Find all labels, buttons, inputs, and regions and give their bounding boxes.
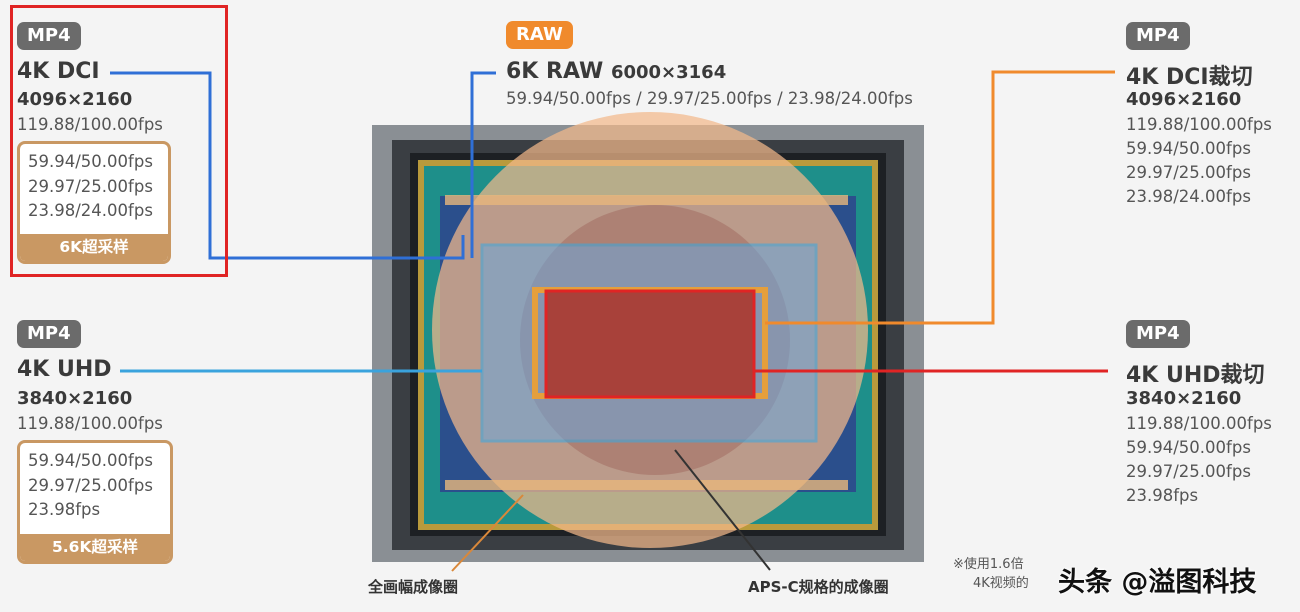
oversampling-box: 59.94/50.00fps 29.97/25.00fps 23.98fps 5… xyxy=(17,440,173,564)
fps-line: 29.97/25.00fps xyxy=(1126,163,1251,182)
mp4-badge: MP4 xyxy=(1126,22,1190,50)
uhd-crop-area xyxy=(544,289,756,399)
footnote-line: 4K视频的 xyxy=(973,576,1029,591)
fps-main-label: 119.88/100.00fps xyxy=(17,414,163,433)
fps-line: 23.98fps xyxy=(28,500,101,519)
raw-callout-line xyxy=(470,71,496,258)
format-title: 4K DCI xyxy=(17,59,100,84)
resolution-label: 3840×2160 xyxy=(1126,388,1242,409)
apsc-caption: APS-C规格的成像圈 xyxy=(748,578,889,596)
footnote-line: ※使用1.6倍 xyxy=(953,557,1024,572)
full-frame-caption-pointer xyxy=(451,494,524,572)
mp4-badge: MP4 xyxy=(1126,320,1190,348)
raw-badge: RAW xyxy=(506,21,573,49)
resolution-label: 4096×2160 xyxy=(17,89,133,110)
fps-line: 59.94/50.00fps xyxy=(1126,139,1251,158)
oversampling-label: 6K超采样 xyxy=(20,234,168,261)
footnote: ※使用1.6倍 4K视频的 xyxy=(953,555,1029,593)
fps-line: 59.94/50.00fps xyxy=(1126,438,1251,457)
fps-line: 59.94/50.00fps xyxy=(28,451,153,470)
format-title: 4K DCI裁切 xyxy=(1126,65,1253,90)
fps-line: 119.88/100.00fps xyxy=(1126,115,1272,134)
dci-crop-callout-line xyxy=(765,70,1115,325)
mp4-badge: MP4 xyxy=(17,22,81,50)
sensor-band-bottom xyxy=(445,480,848,490)
fps-list: 119.88/100.00fps 59.94/50.00fps 29.97/25… xyxy=(1126,113,1272,209)
raw-fps-label: 59.94/50.00fps / 29.97/25.00fps / 23.98/… xyxy=(506,89,913,108)
format-title: 6K RAW 6000×3164 xyxy=(506,59,726,84)
mp4-badge: MP4 xyxy=(17,320,81,348)
fps-main-label: 119.88/100.00fps xyxy=(17,115,163,134)
dci-callout-line xyxy=(110,71,465,260)
fps-line: 119.88/100.00fps xyxy=(1126,414,1272,433)
fps-line: 23.98/24.00fps xyxy=(28,201,153,220)
fps-line: 29.97/25.00fps xyxy=(28,475,153,495)
fps-line: 29.97/25.00fps xyxy=(28,176,153,196)
full-frame-caption: 全画幅成像圈 xyxy=(368,578,459,596)
resolution-label: 3840×2160 xyxy=(17,388,133,409)
fps-line: 29.97/25.00fps xyxy=(1126,462,1251,481)
format-title: 4K UHD裁切 xyxy=(1126,363,1265,388)
format-title: 4K UHD xyxy=(17,357,112,382)
watermark: 头条 @溢图科技 xyxy=(1058,567,1257,598)
fps-list: 119.88/100.00fps 59.94/50.00fps 29.97/25… xyxy=(1126,412,1272,508)
raw-format: 6K RAW xyxy=(506,59,604,84)
raw-resolution: 6000×3164 xyxy=(610,62,727,83)
sensor-band-top xyxy=(445,195,848,205)
fps-line: 23.98fps xyxy=(1126,486,1199,505)
resolution-label: 4096×2160 xyxy=(1126,89,1242,110)
fps-line: 23.98/24.00fps xyxy=(1126,187,1251,206)
oversampling-label: 5.6K超采样 xyxy=(20,534,170,561)
highlight-frame xyxy=(10,5,228,277)
fps-line: 59.94/50.00fps xyxy=(28,152,153,171)
apsc-caption-pointer xyxy=(674,449,771,571)
oversampling-box: 59.94/50.00fps 29.97/25.00fps 23.98/24.0… xyxy=(17,141,171,264)
